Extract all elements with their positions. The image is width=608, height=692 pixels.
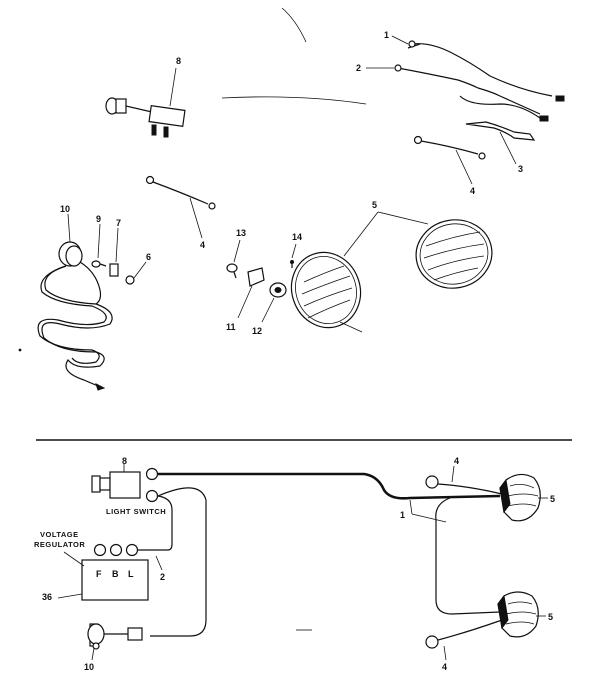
leader-10 <box>67 213 71 243</box>
ammeter-wire <box>150 487 207 637</box>
schematic-ammeter <box>87 623 143 650</box>
sch-callout-5-top: 5 <box>550 494 555 504</box>
wiring-harness-part <box>394 40 565 122</box>
callout-6: 6 <box>146 252 151 262</box>
bolt-part-13 <box>226 263 238 279</box>
leader-13 <box>233 239 241 263</box>
leader-12 <box>261 297 275 323</box>
leader-9 <box>97 223 101 259</box>
leader-sch-2 <box>155 555 163 571</box>
nut-part-6 <box>125 275 135 285</box>
callout-7: 7 <box>116 218 121 228</box>
leader-sch-4-bottom <box>443 645 447 661</box>
lens-edge-tick <box>339 321 363 333</box>
leader-6 <box>133 261 147 279</box>
schematic-headlight-bottom <box>497 591 539 638</box>
mounting-strap-part <box>465 121 536 141</box>
leader-7 <box>115 227 119 263</box>
leader-4a <box>455 149 473 185</box>
sch-callout-1: 1 <box>400 510 405 520</box>
sch-callout-8: 8 <box>122 456 127 466</box>
fender-edge-line <box>281 7 307 43</box>
callout-12: 12 <box>252 326 262 336</box>
ground-wire-part-right <box>413 135 486 160</box>
callout-14: 14 <box>292 232 302 242</box>
schematic-headlight-top <box>499 473 541 522</box>
sch-callout-36: 36 <box>42 592 52 602</box>
callout-9: 9 <box>96 214 101 224</box>
leader-sch-36 <box>57 593 83 599</box>
sch-callout-4-top: 4 <box>454 456 459 466</box>
terminal-l-label: L <box>128 569 134 579</box>
leader-5b <box>377 211 429 225</box>
leader-14 <box>291 243 297 259</box>
lower-headlight-wire <box>435 497 501 615</box>
schematic-light-switch <box>91 467 159 503</box>
ground-wire-part-left <box>145 175 216 210</box>
leader-11 <box>237 285 253 319</box>
schematic-voltage-regulator <box>81 543 149 601</box>
leader-5a <box>343 211 379 257</box>
leader-1 <box>391 35 409 45</box>
callout-8: 8 <box>176 56 181 66</box>
callout-11: 11 <box>226 322 236 332</box>
light-switch-part <box>105 97 186 138</box>
gasket-part-12 <box>269 282 287 298</box>
callout-13: 13 <box>236 228 246 238</box>
leader-8 <box>169 67 177 107</box>
sch-callout-2: 2 <box>160 572 165 582</box>
terminal-b-label: B <box>112 569 119 579</box>
screw-part-14 <box>290 260 294 268</box>
callout-4-right: 4 <box>470 186 475 196</box>
callout-3: 3 <box>518 164 523 174</box>
leader-4b <box>189 197 203 239</box>
headlight-lens-rear <box>415 219 493 289</box>
callout-4-left: 4 <box>200 240 205 250</box>
terminal-f-label: F <box>96 569 102 579</box>
sch-callout-4-bottom: 4 <box>442 662 447 672</box>
callout-1: 1 <box>384 30 389 40</box>
sch-callout-5-bottom: 5 <box>548 612 553 622</box>
bracket-part-11 <box>247 267 265 287</box>
bracket-part-7 <box>109 263 119 277</box>
regulator-to-switch-wire <box>138 495 173 551</box>
light-switch-label: LIGHT SWITCH <box>106 507 166 516</box>
regulator-label: REGULATOR <box>34 540 85 549</box>
schematic-ground-wire-bottom <box>425 619 503 649</box>
main-harness-wire <box>158 472 501 500</box>
leader-sch-10 <box>91 647 95 661</box>
leader-regulator-label <box>63 551 85 567</box>
headlight-lens-front <box>290 251 362 329</box>
sch-callout-10: 10 <box>84 662 94 672</box>
leader-sch-1a <box>411 513 447 523</box>
schematic-ground-wire-top <box>425 475 503 495</box>
hood-edge-line <box>221 96 367 105</box>
stray-mark <box>18 348 22 352</box>
leader-3 <box>499 131 517 165</box>
callout-5: 5 <box>372 200 377 210</box>
voltage-label: VOLTAGE <box>40 530 79 539</box>
screw-part-9 <box>91 260 107 268</box>
leader-sch-4-top <box>451 465 455 483</box>
leader-sch-1b <box>409 499 413 515</box>
callout-2: 2 <box>356 63 361 73</box>
ammeter-part <box>37 241 113 391</box>
callout-10: 10 <box>60 204 70 214</box>
